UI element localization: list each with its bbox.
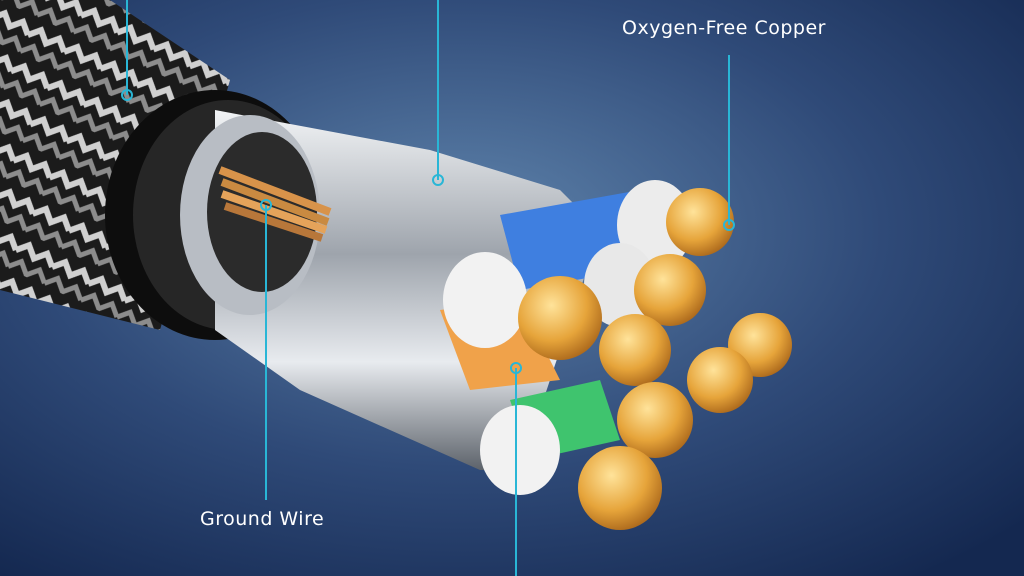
copper-bundle [599,314,671,386]
oxygen-free-copper-label: Oxygen-Free Copper [622,17,826,39]
copper-bundle [634,254,706,326]
copper-bundle [578,446,662,530]
white-jacket-end [480,405,560,495]
white-jacket-end [443,252,527,348]
copper-bundle [666,188,734,256]
callout-dot-ground [260,199,272,211]
callout-dot-braid [121,89,133,101]
ground-wire [218,166,332,242]
copper-bundle [687,347,753,413]
copper-bundle [518,276,602,360]
callout-dot-pair [510,362,522,374]
copper-bundle [617,382,693,458]
ground-wire-label: Ground Wire [200,508,325,530]
callout-dot-shield [432,174,444,186]
callout-dot-copper [723,219,735,231]
